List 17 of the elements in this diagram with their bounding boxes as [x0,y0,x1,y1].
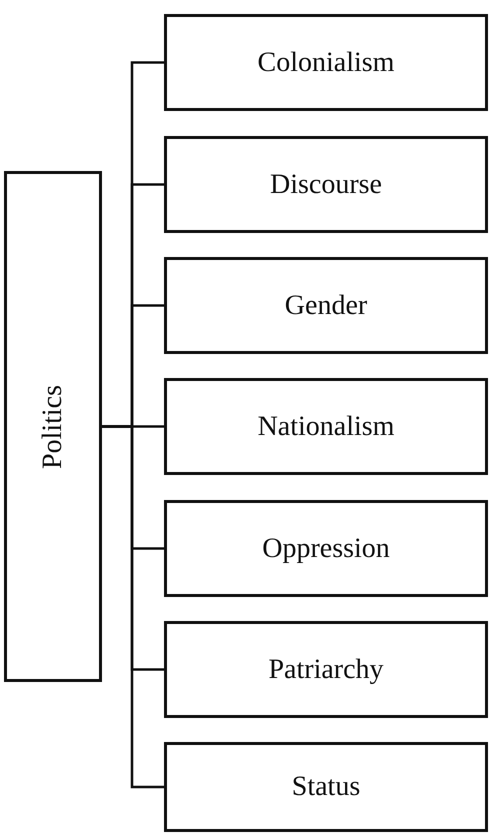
box-label: Gender [284,290,368,322]
box-label: Status [292,771,360,803]
root-box [4,171,102,682]
topic-box [164,500,488,597]
box-label: Oppression [262,532,390,564]
topic-box [164,742,488,832]
connector-line [102,425,164,788]
topic-box [164,257,488,354]
box-label: Colonialism [258,46,394,78]
topic-box [164,136,488,233]
topic-box [164,378,488,475]
topic-box [164,14,488,111]
topic-box [164,621,488,718]
box-label: Politics [37,384,69,468]
box-label: Patriarchy [268,654,384,686]
box-label: Nationalism [258,410,394,442]
box-label: Discourse [270,168,382,200]
